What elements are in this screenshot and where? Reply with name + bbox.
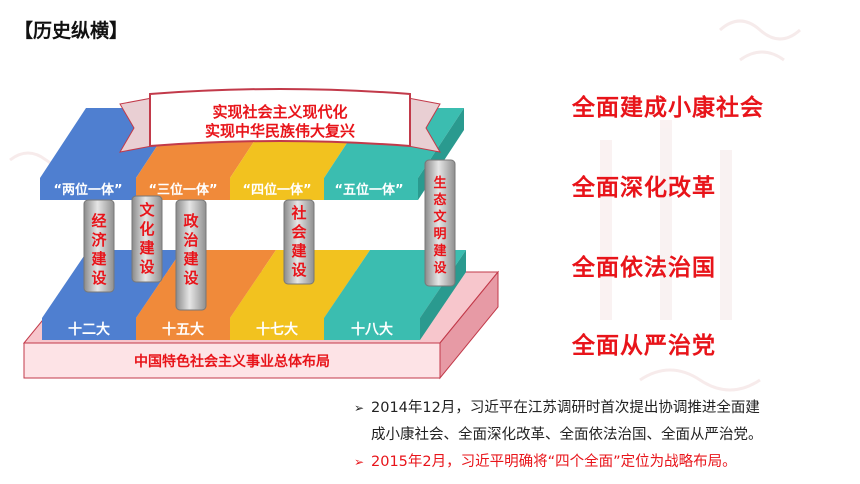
pillar-culture: 文 化 建 设 <box>131 195 163 283</box>
svg-text:生: 生 <box>433 175 446 191</box>
pillar-economy: 经 济 建 设 <box>83 199 115 293</box>
svg-text:建: 建 <box>91 250 107 268</box>
svg-text:治: 治 <box>183 231 198 249</box>
pillar-ecology: 生 态 文 明 建 设 <box>424 159 456 287</box>
svg-text:经: 经 <box>91 212 106 230</box>
svg-text:政: 政 <box>183 212 199 230</box>
base-label-15: 十五大 <box>162 321 204 338</box>
slogan-reform: 全面深化改革 <box>572 175 716 201</box>
svg-text:设: 设 <box>433 261 447 276</box>
pillar-society: 社 会 建 设 <box>283 199 315 285</box>
goal-banner: 实现社会主义现代化 实现中华民族伟大复兴 <box>119 88 441 153</box>
banner-line-2: 实现中华民族伟大复兴 <box>205 122 355 140</box>
svg-text:设: 设 <box>139 258 154 276</box>
svg-text:设: 设 <box>183 269 198 287</box>
base-label-17: 十七大 <box>256 321 298 338</box>
svg-text:建: 建 <box>291 242 307 260</box>
svg-text:明: 明 <box>433 227 446 242</box>
base-label-18: 十八大 <box>351 321 393 338</box>
svg-text:会: 会 <box>291 223 306 241</box>
section-title: 【历史纵横】 <box>14 20 129 42</box>
bullet-arrow-icon: ➢ <box>354 401 365 415</box>
svg-text:建: 建 <box>139 239 155 257</box>
note-2014: ➢ 2014年12月，习近平在江苏调研时首次提出协调推进全面建 <box>354 395 854 422</box>
svg-text:济: 济 <box>91 231 107 249</box>
svg-text:文: 文 <box>433 209 447 225</box>
note-2014-continued: 成小康社会、全面深化改革、全面依法治国、全面从严治党。 <box>371 427 763 443</box>
svg-text:设: 设 <box>91 269 106 287</box>
beam-label-five: “五位一体” <box>334 182 403 198</box>
slogan-xiaokang: 全面建成小康社会 <box>572 95 764 121</box>
svg-text:化: 化 <box>139 220 154 238</box>
svg-text:建: 建 <box>183 250 199 268</box>
beam-label-four: “四位一体” <box>242 182 311 198</box>
svg-text:建: 建 <box>433 243 446 259</box>
pillar-politics: 政 治 建 设 <box>175 199 207 311</box>
history-notes: ➢ 2014年12月，习近平在江苏调研时首次提出协调推进全面建 成小康社会、全面… <box>354 395 854 476</box>
note-2015: ➢ 2015年2月，习近平明确将“四个全面”定位为战略布局。 <box>354 449 854 476</box>
foundation-label: 中国特色社会主义事业总体布局 <box>134 353 330 370</box>
bullet-arrow-icon: ➢ <box>354 455 365 469</box>
slogan-rule-of-law: 全面依法治国 <box>572 255 716 281</box>
beam-label-three: “三位一体” <box>148 182 217 198</box>
base-label-12: 十二大 <box>68 321 110 338</box>
slogan-party-discipline: 全面从严治党 <box>572 333 716 359</box>
beam-label-two: “两位一体” <box>53 182 122 198</box>
svg-text:态: 态 <box>433 192 446 208</box>
svg-text:文: 文 <box>139 201 155 219</box>
svg-text:社: 社 <box>290 204 306 222</box>
svg-text:设: 设 <box>291 261 306 279</box>
banner-line-1: 实现社会主义现代化 <box>212 103 347 121</box>
